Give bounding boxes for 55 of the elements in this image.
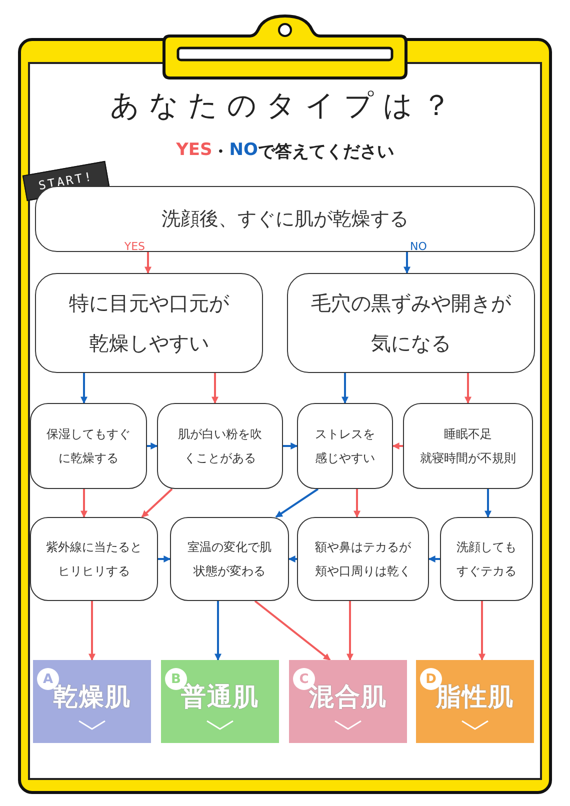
question-text: 室温の変化で肌状態が変わる (186, 539, 272, 580)
arrow (80, 489, 88, 518)
instruction-text: NO (229, 140, 258, 162)
edge-label: NO (410, 240, 427, 253)
arrow (212, 373, 218, 404)
result-box (289, 660, 407, 743)
arrow (283, 442, 298, 450)
question-text: ストレスを感じやすい (314, 426, 376, 467)
question-text: 肌が白い粉を吹くことがある (176, 426, 263, 467)
question-text: 洗顔後、すぐに肌が乾燥する (162, 206, 408, 232)
question-box (35, 273, 263, 373)
arrow (392, 442, 403, 450)
question-box (30, 517, 158, 601)
question-text: 就寝時間が不規則 (420, 450, 516, 467)
arrow (141, 488, 173, 518)
question-box (440, 517, 533, 601)
title: あなたのタイプは？ (109, 87, 461, 124)
result-box (161, 660, 279, 743)
question-text: 洗顔してもすぐテカる (455, 539, 518, 580)
arrow (464, 373, 472, 404)
question-box (287, 273, 535, 373)
question-text: 保湿してもすぐに乾燥する (45, 426, 132, 467)
edge-label: YES (124, 240, 145, 253)
question-box (157, 403, 283, 489)
arrow (478, 601, 486, 661)
arrow (144, 252, 152, 274)
arrow (158, 556, 171, 562)
arrow (354, 489, 360, 518)
arrow (88, 601, 96, 661)
result-box (33, 660, 151, 743)
question-text: 特に目元や口元が乾燥しやすい (68, 290, 230, 357)
instruction-text: で答えてください (258, 141, 394, 163)
question-text: 睡眠不足 (444, 426, 492, 443)
instruction-text: YES (176, 140, 212, 162)
question-text: 毛穴の黒ずみや開きが気になる (310, 290, 512, 357)
question-text: 額や鼻はテカるが頬や口周りは乾く (314, 539, 412, 580)
arrow (428, 556, 440, 562)
instruction-text: ・ (212, 141, 230, 163)
question-box (297, 517, 429, 601)
arrow (346, 601, 354, 661)
arrow (214, 601, 222, 661)
arrow (275, 488, 319, 518)
question-box (297, 403, 393, 489)
arrow (404, 252, 410, 274)
arrow (288, 556, 297, 562)
arrow (147, 442, 158, 450)
arrow (342, 373, 348, 404)
question-box (170, 517, 289, 601)
arrow (484, 489, 492, 518)
question-box (30, 403, 147, 489)
question-box (403, 403, 533, 489)
result-box (416, 660, 534, 743)
arrow (80, 373, 88, 404)
arrow (254, 600, 331, 661)
question-text: 紫外線に当たるとヒリヒリする (44, 539, 143, 580)
